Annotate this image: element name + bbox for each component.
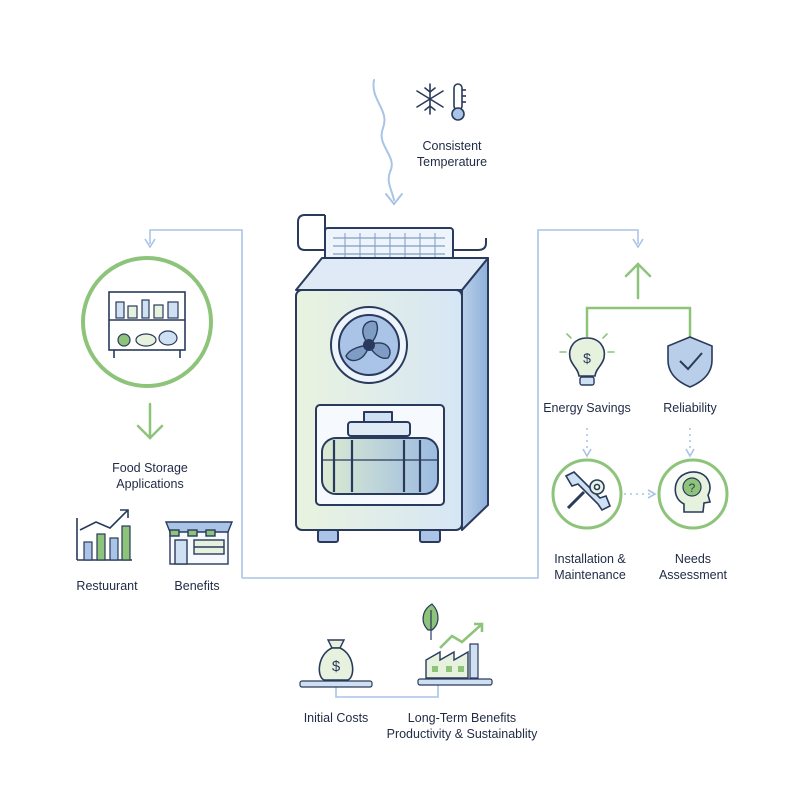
reliability-label: Reliability	[663, 401, 717, 415]
squiggle-arrow	[372, 79, 403, 206]
svg-text:$: $	[583, 350, 591, 366]
lightbulb-dollar-icon: $	[559, 326, 615, 386]
down-arrow-icon	[136, 402, 164, 440]
storefront-icon	[164, 521, 234, 565]
benefits-label: Benefits	[174, 579, 220, 593]
initial-costs-label: Initial Costs	[303, 711, 369, 725]
food-storage-label: Food Storage Applications	[95, 460, 205, 492]
consistent-temperature-label: Consistent Temperature	[402, 138, 502, 170]
label-line: Long-Term Benefits	[407, 711, 517, 725]
energy-savings-label: Energy Savings	[543, 401, 631, 415]
shield-check-icon	[667, 336, 713, 388]
thermometer-icon	[451, 83, 466, 121]
label-line: Needs	[674, 552, 712, 566]
wrench-gear-icon	[551, 458, 623, 530]
up-arrow-icon	[585, 262, 692, 338]
label-line: Maintenance	[554, 568, 626, 582]
label-line: Food Storage	[112, 461, 188, 475]
restaurant-label: Restuurant	[76, 579, 138, 593]
label-line: Applications	[116, 477, 184, 491]
label-line: Productivity & Sustainablity	[386, 727, 538, 741]
dotted-arrow-heads	[582, 448, 695, 499]
label-line: Consistent	[422, 139, 482, 153]
installation-maintenance-label: Installation & Maintenance	[537, 551, 643, 583]
head-question-icon: ?	[657, 458, 729, 530]
label-line: Temperature	[416, 155, 488, 169]
storage-shelf-icon	[81, 256, 213, 388]
needs-assessment-label: Needs Assessment	[643, 551, 743, 583]
dotted-arrows	[586, 428, 691, 495]
scale-pan-right	[417, 678, 493, 686]
long-term-benefits-label: Long-Term Benefits Productivity & Sustai…	[374, 710, 550, 742]
svg-text:$: $	[332, 658, 341, 675]
connector-lines	[144, 229, 644, 698]
money-bag-icon: $	[318, 639, 354, 681]
condensing-unit	[295, 214, 489, 543]
label-line: Installation &	[554, 552, 626, 566]
scale-pan-left	[299, 680, 373, 688]
svg-text:?: ?	[689, 481, 696, 495]
label-line: Assessment	[658, 568, 728, 582]
snowflake-icon	[416, 83, 444, 115]
bar-chart-growth-icon	[76, 509, 132, 561]
factory-growth-icon	[422, 603, 484, 679]
